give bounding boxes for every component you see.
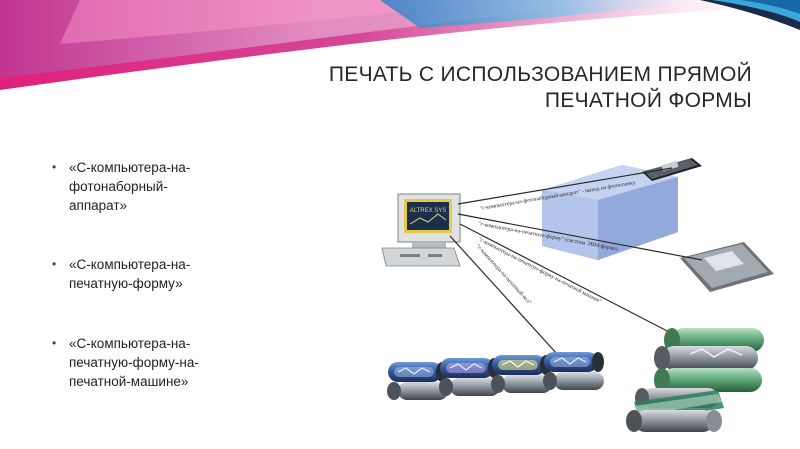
slide-title-line2: ПЕЧАТНОЙ ФОРМЫ <box>544 89 752 112</box>
bullet-item-press: «С-компьютера-на- печатную-форму-на- печ… <box>52 334 272 391</box>
bullet-item-imagesetter: «С-компьютера-на- фотонаборный- аппарат» <box>52 158 272 215</box>
ctp-diagram: ALTREX SYS "с-компьютера-на-фотонаборный… <box>381 158 774 432</box>
printing-sleeves <box>387 352 604 400</box>
computer-screen-label: ALTREX SYS <box>410 208 447 214</box>
bullet-line: фотонаборный- <box>69 179 168 194</box>
bullet-line: «С-компьютера-на- <box>69 160 191 175</box>
bullet-line: аппарат» <box>69 198 128 213</box>
bullet-line: «С-компьютера-на- <box>69 257 191 272</box>
printing-press <box>626 328 764 432</box>
printing-plate <box>680 242 774 292</box>
bullet-line: печатную-форму-на- <box>69 355 199 370</box>
bullet-line: «С-компьютера-на- <box>69 336 191 351</box>
computer-icon: ALTREX SYS <box>381 193 461 267</box>
decorative-banner <box>0 0 800 90</box>
bullet-line: печатную-форму» <box>69 276 183 291</box>
slide-title-line1: ПЕЧАТЬ С ИСПОЛЬЗОВАНИЕМ ПРЯМОЙ <box>328 63 752 86</box>
bullet-line: печатной-машине» <box>69 374 189 389</box>
slide-title: ПЕЧАТЬ С ИСПОЛЬЗОВАНИЕМ ПРЯМОЙ ПЕЧАТНОЙ … <box>192 62 752 114</box>
bullet-item-plate: «С-компьютера-на- печатную-форму» <box>52 255 272 293</box>
bullet-list: «С-компьютера-на- фотонаборный- аппарат»… <box>52 158 272 391</box>
